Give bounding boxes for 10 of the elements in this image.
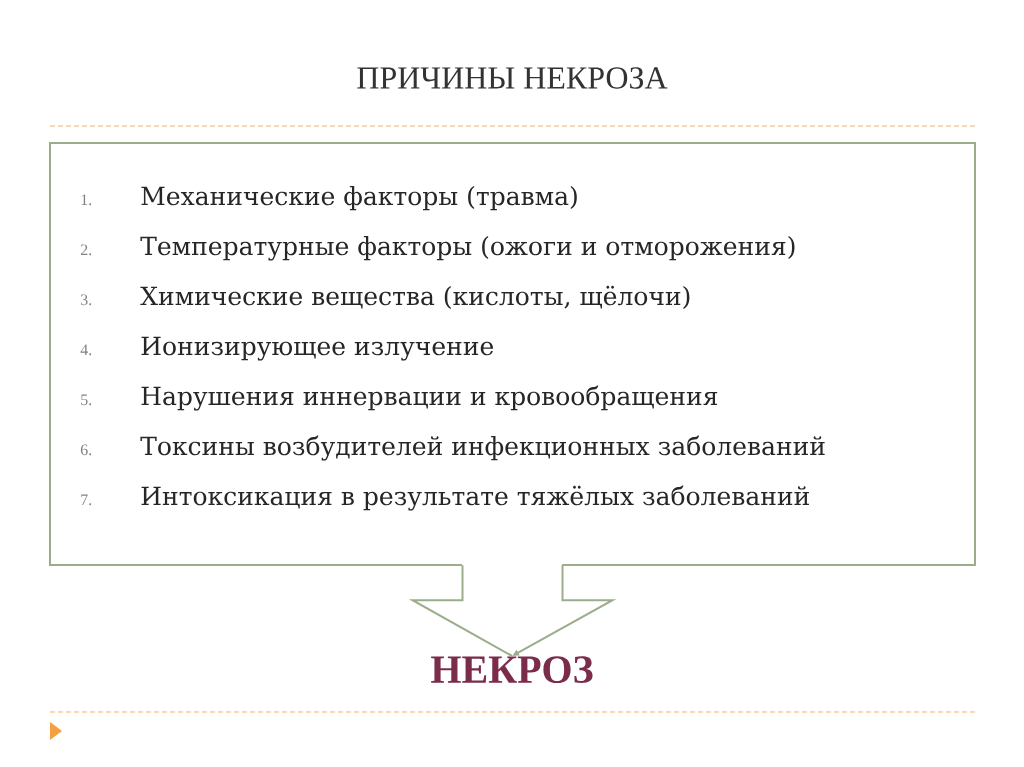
list-number: 3. [81,294,92,306]
result-text: НЕКРОЗ [431,656,593,684]
list-number: 2. [80,244,92,256]
title: ПРИЧИНЫ НЕКРОЗА [357,67,668,89]
block-arrow [408,564,617,657]
list-number: 7. [81,494,92,506]
list-number: 1. [81,194,92,206]
list-number: 4. [80,344,92,356]
list-number: 6. [80,444,92,456]
list-number: 5. [81,394,92,406]
